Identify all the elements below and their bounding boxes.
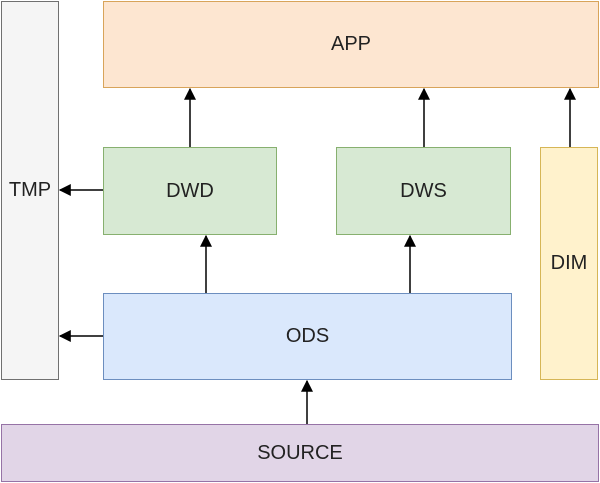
dwd-layer-box: DWD: [103, 147, 277, 235]
dwd-layer-label: DWD: [166, 179, 214, 202]
dws-layer-box: DWS: [336, 147, 511, 235]
app-layer-label: APP: [330, 33, 372, 55]
dim-layer-label: DIM: [550, 252, 588, 274]
tmp-layer-box: TMP: [1, 1, 59, 380]
source-layer-label: SOURCE: [257, 441, 343, 464]
source-layer-box: SOURCE: [1, 424, 599, 482]
tmp-layer-label: TMP: [8, 179, 52, 201]
ods-layer-box: ODS: [103, 293, 512, 380]
dim-layer-box: DIM: [540, 147, 598, 380]
dws-layer-label: DWS: [400, 179, 447, 202]
app-layer-box: APP: [103, 1, 599, 88]
ods-layer-label: ODS: [285, 325, 330, 347]
